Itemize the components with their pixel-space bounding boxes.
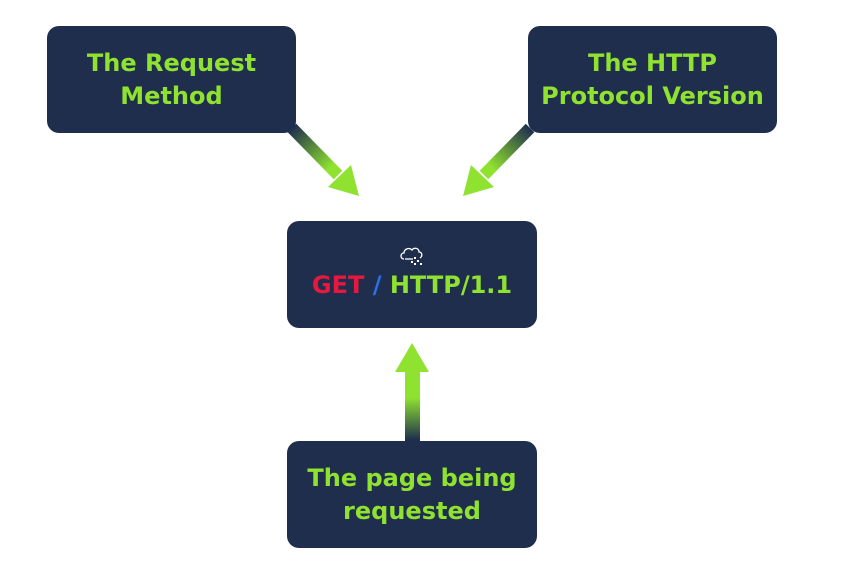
requested-page-box: The page being requested <box>287 441 537 548</box>
protocol-version-token: HTTP/1.1 <box>389 270 513 299</box>
requested-page-label: The page being requested <box>307 463 517 525</box>
protocol-version-box: The HTTP Protocol Version <box>528 26 777 133</box>
request-method-token: GET <box>311 270 365 299</box>
arrow-page-to-request <box>395 343 429 442</box>
http-request-line: GET / HTTP/1.1 <box>312 270 512 300</box>
request-method-box: The Request Method <box>47 26 296 133</box>
arrow-method-to-request <box>287 123 359 196</box>
cloud-network-icon <box>400 247 423 265</box>
arrow-version-to-request <box>463 123 535 196</box>
request-line-box: GET / HTTP/1.1 <box>287 221 537 328</box>
request-path-token: / <box>372 270 382 299</box>
protocol-version-label: The HTTP Protocol Version <box>541 48 764 110</box>
request-method-label: The Request Method <box>86 48 257 110</box>
